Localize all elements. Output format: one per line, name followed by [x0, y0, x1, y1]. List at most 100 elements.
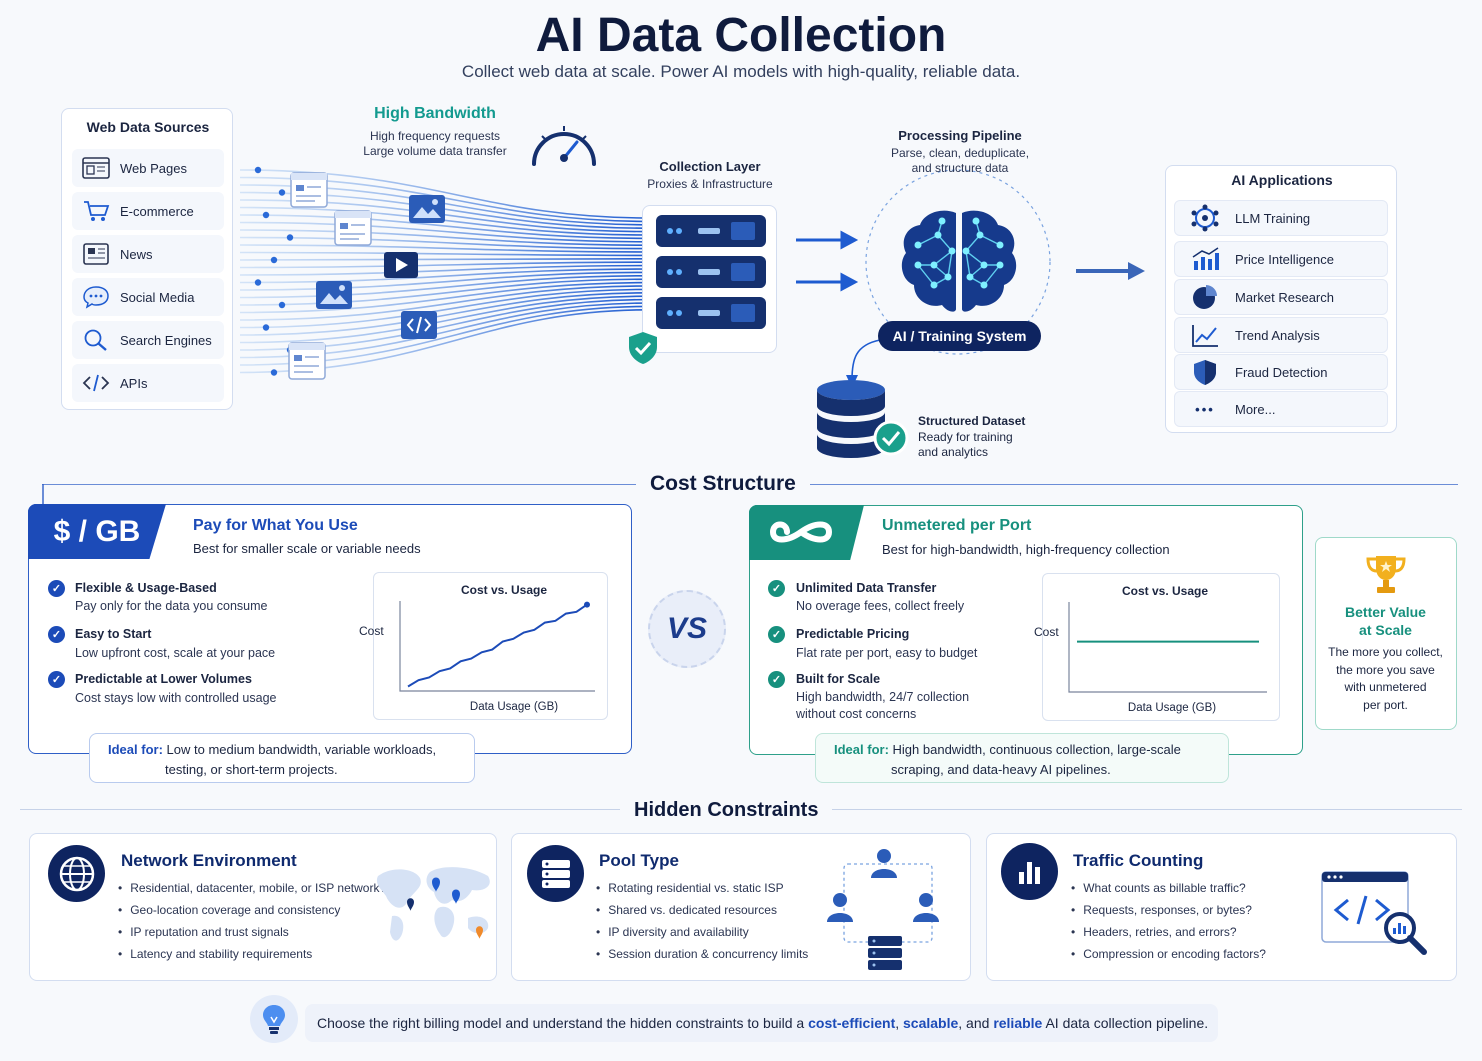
flow-line: [239, 295, 651, 344]
constraint-item: Shared vs. dedicated resources: [596, 899, 808, 921]
port-feature-desc: No overage fees, collect freely: [796, 599, 965, 613]
source-search-engines[interactable]: Search Engines: [72, 321, 224, 359]
footer-highlight: cost-efficient: [808, 1015, 896, 1031]
chart-point: [584, 601, 590, 608]
footer-highlight: scalable: [903, 1015, 959, 1031]
app-label: Market Research: [1235, 289, 1334, 305]
port-ideal-for-box: Ideal for: High bandwidth, continuous co…: [815, 733, 1229, 783]
cart-icon: [84, 201, 110, 221]
source-news[interactable]: News: [72, 235, 224, 273]
pay-line-chart: [399, 601, 595, 692]
network-icon: [1191, 204, 1219, 232]
chat-bubble-icon: [83, 286, 109, 309]
better-value-line: The more you collect,: [1328, 645, 1443, 659]
app-label: LLM Training: [1235, 210, 1311, 226]
source-apis[interactable]: APIs: [72, 364, 224, 402]
hidden-constraints-title: Hidden Constraints: [620, 799, 833, 822]
constraint-title: Pool Type: [599, 851, 679, 870]
dataset-line: and analytics: [918, 445, 989, 459]
dataset-title: Structured Dataset: [918, 414, 1026, 428]
ai-applications-panel: AI Applications LLM Training Price Intel…: [1165, 165, 1397, 433]
pay-feature-title: Flexible & Usage-Based: [75, 581, 217, 595]
page-title: AI Data Collection: [535, 9, 947, 62]
constraint-item: IP diversity and availability: [596, 921, 808, 943]
ideal-text: Low to medium bandwidth, variable worklo…: [166, 742, 437, 757]
flow-line: [239, 285, 651, 321]
collection-layer-title: Collection Layer: [659, 159, 761, 174]
better-value-title: Better Value: [1345, 604, 1426, 620]
app-label: More...: [1235, 401, 1276, 417]
flow-line: [239, 261, 651, 269]
ai-applications-title: AI Applications: [1231, 172, 1333, 188]
flow-dot: [254, 166, 262, 174]
pie-chart-icon: [1193, 285, 1217, 309]
constraint-item: Geo-location coverage and consistency: [118, 899, 386, 921]
dataset-line: Ready for training: [918, 430, 1013, 444]
traffic-counting-card: Traffic Counting What counts as billable…: [986, 833, 1457, 981]
flow-dot: [278, 301, 286, 309]
constraint-item: Rotating residential vs. static ISP: [596, 877, 808, 899]
flow-dot: [270, 369, 278, 376]
constraint-item: What counts as billable traffic?: [1071, 877, 1266, 899]
pay-title: Pay for What You Use: [193, 517, 358, 534]
flow-dot: [262, 211, 270, 219]
browser-icon: [82, 157, 110, 179]
server-rack-icon: [656, 215, 766, 329]
app-more[interactable]: ••• More...: [1174, 391, 1388, 427]
source-e-commerce[interactable]: E-commerce: [72, 192, 224, 230]
port-subtitle: Best for high-bandwidth, high-frequency …: [882, 542, 1170, 557]
flow-dot: [286, 234, 294, 241]
globe-icon: [48, 845, 105, 902]
source-web-pages[interactable]: Web Pages: [72, 149, 224, 187]
flow-line: [239, 221, 651, 243]
trend-line-icon: [1192, 325, 1218, 347]
code-icon: [82, 374, 110, 392]
footer-text: ,: [895, 1015, 900, 1031]
footer-text: AI data collection pipeline.: [1045, 1015, 1209, 1031]
web-data-sources-title: Web Data Sources: [86, 119, 210, 135]
better-value-title: at Scale: [1359, 622, 1412, 638]
pay-feature: ✓: [48, 626, 65, 643]
flow-line: [239, 244, 651, 253]
image-icon: [409, 195, 445, 223]
check-icon: ✓: [48, 671, 65, 688]
pool-type-card: Pool Type Rotating residential vs. stati…: [511, 833, 971, 981]
dollar-per-gb-badge: $ / GB: [28, 504, 166, 559]
port-title: Unmetered per Port: [882, 517, 1032, 534]
constraint-item: Residential, datacenter, mobile, or ISP …: [118, 877, 386, 899]
document-icon: [288, 342, 326, 380]
footer-text: Choose the right billing model and under…: [317, 1015, 805, 1031]
app-label: Fraud Detection: [1235, 364, 1328, 380]
chart-axis: [1068, 602, 1267, 693]
app-trend-analysis[interactable]: Trend Analysis: [1174, 317, 1388, 353]
user-pool-icon: [827, 849, 939, 970]
flow-dot: [278, 189, 286, 196]
flow-arrows: [796, 230, 1145, 292]
page-subtitle: Collect web data at scale. Power AI mode…: [461, 62, 1021, 81]
app-fraud-detection[interactable]: Fraud Detection: [1174, 354, 1388, 390]
flow-line: [239, 236, 651, 250]
source-label: Search Engines: [120, 332, 212, 348]
vs-badge: VS: [648, 590, 726, 668]
flow-dot: [254, 279, 262, 286]
source-label: News: [120, 246, 153, 262]
source-social-media[interactable]: Social Media: [72, 278, 224, 316]
source-label: Web Pages: [120, 160, 187, 176]
magnifier-icon: [84, 329, 107, 351]
better-value-box: Better Value at Scale The more you colle…: [1315, 537, 1457, 730]
video-icon: [384, 252, 418, 278]
processing-line: Parse, clean, deduplicate,: [890, 146, 1030, 160]
app-market-research[interactable]: Market Research: [1174, 279, 1388, 315]
web-data-sources-panel: Web Data Sources Web Pages E-commerce Ne…: [61, 108, 233, 410]
flow-dot: [270, 256, 278, 264]
newspaper-icon: [83, 243, 109, 265]
better-value-line: with unmetered: [1344, 680, 1427, 694]
check-icon: ✓: [768, 580, 785, 597]
app-llm-training[interactable]: LLM Training: [1174, 200, 1388, 236]
source-label: E-commerce: [120, 203, 194, 219]
constraint-title: Network Environment: [121, 851, 297, 870]
app-price-intelligence[interactable]: Price Intelligence: [1174, 241, 1388, 277]
source-label: APIs: [120, 375, 148, 391]
port-feature: ✓: [768, 580, 785, 597]
infinity-badge: [749, 505, 864, 560]
